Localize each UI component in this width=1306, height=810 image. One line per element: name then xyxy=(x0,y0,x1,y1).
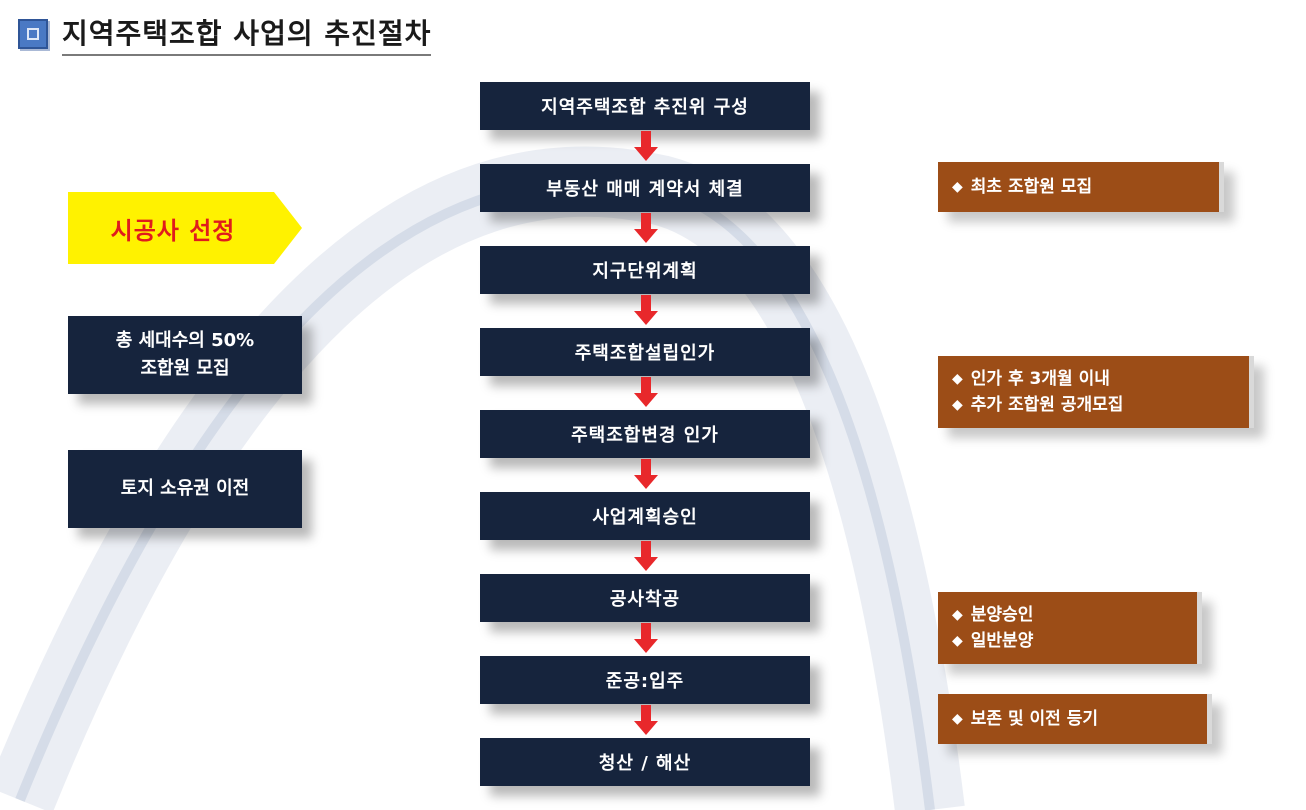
diamond-bullet-icon: ◆ xyxy=(952,711,963,727)
step-2: 부동산 매매 계약서 체결 xyxy=(480,164,810,212)
step-4: 주택조합설립인가 xyxy=(480,328,810,376)
contractor-selection-callout: 시공사 선정 xyxy=(68,192,302,264)
member-recruit-box: 총 세대수의 50% 조합원 모집 xyxy=(68,316,302,394)
step-5: 주택조합변경 인가 xyxy=(480,410,810,458)
down-arrow-icon xyxy=(634,459,658,489)
member-recruit-line-2: 조합원 모집 xyxy=(140,358,230,379)
land-transfer-box: 토지 소유권 이전 xyxy=(68,450,302,528)
note-sale: ◆ 분양승인 ◆ 일반분양 xyxy=(938,592,1202,664)
step-8: 준공:입주 xyxy=(480,656,810,704)
down-arrow-icon xyxy=(634,623,658,653)
diamond-bullet-icon: ◆ xyxy=(952,397,963,413)
step-3: 지구단위계획 xyxy=(480,246,810,294)
callout-label: 시공사 선정 xyxy=(110,216,236,245)
step-9: 청산 / 해산 xyxy=(480,738,810,786)
note-2-line-2: 추가 조합원 공개모집 xyxy=(970,395,1124,415)
diamond-bullet-icon: ◆ xyxy=(952,607,963,623)
step-1: 지역주택조합 추진위 구성 xyxy=(480,82,810,130)
note-3-line-2: 일반분양 xyxy=(970,631,1034,651)
down-arrow-icon xyxy=(634,295,658,325)
down-arrow-icon xyxy=(634,705,658,735)
down-arrow-icon xyxy=(634,541,658,571)
step-7: 공사착공 xyxy=(480,574,810,622)
note-1-line-1: 최초 조합원 모집 xyxy=(970,177,1093,197)
callout-arrow-shape xyxy=(68,192,302,264)
diamond-bullet-icon: ◆ xyxy=(952,179,963,195)
note-registration: ◆ 보존 및 이전 등기 xyxy=(938,694,1212,744)
step-6: 사업계획승인 xyxy=(480,492,810,540)
member-recruit-line-1: 총 세대수의 50% xyxy=(115,330,255,351)
note-4-line-1: 보존 및 이전 등기 xyxy=(970,709,1099,729)
note-additional-recruit: ◆ 인가 후 3개월 이내 ◆ 추가 조합원 공개모집 xyxy=(938,356,1254,428)
down-arrow-icon xyxy=(634,377,658,407)
note-2-line-1: 인가 후 3개월 이내 xyxy=(970,369,1110,389)
down-arrow-icon xyxy=(634,213,658,243)
land-transfer-label: 토지 소유권 이전 xyxy=(120,478,250,499)
note-initial-recruit: ◆ 최초 조합원 모집 xyxy=(938,162,1224,212)
title-bar: 지역주택조합 사업의 추진절차 xyxy=(18,12,432,56)
diamond-bullet-icon: ◆ xyxy=(952,633,963,649)
note-3-line-1: 분양승인 xyxy=(970,605,1034,625)
down-arrow-icon xyxy=(634,131,658,161)
title-square-icon xyxy=(18,19,48,49)
page-title: 지역주택조합 사업의 추진절차 xyxy=(62,12,432,56)
diamond-bullet-icon: ◆ xyxy=(952,371,963,387)
